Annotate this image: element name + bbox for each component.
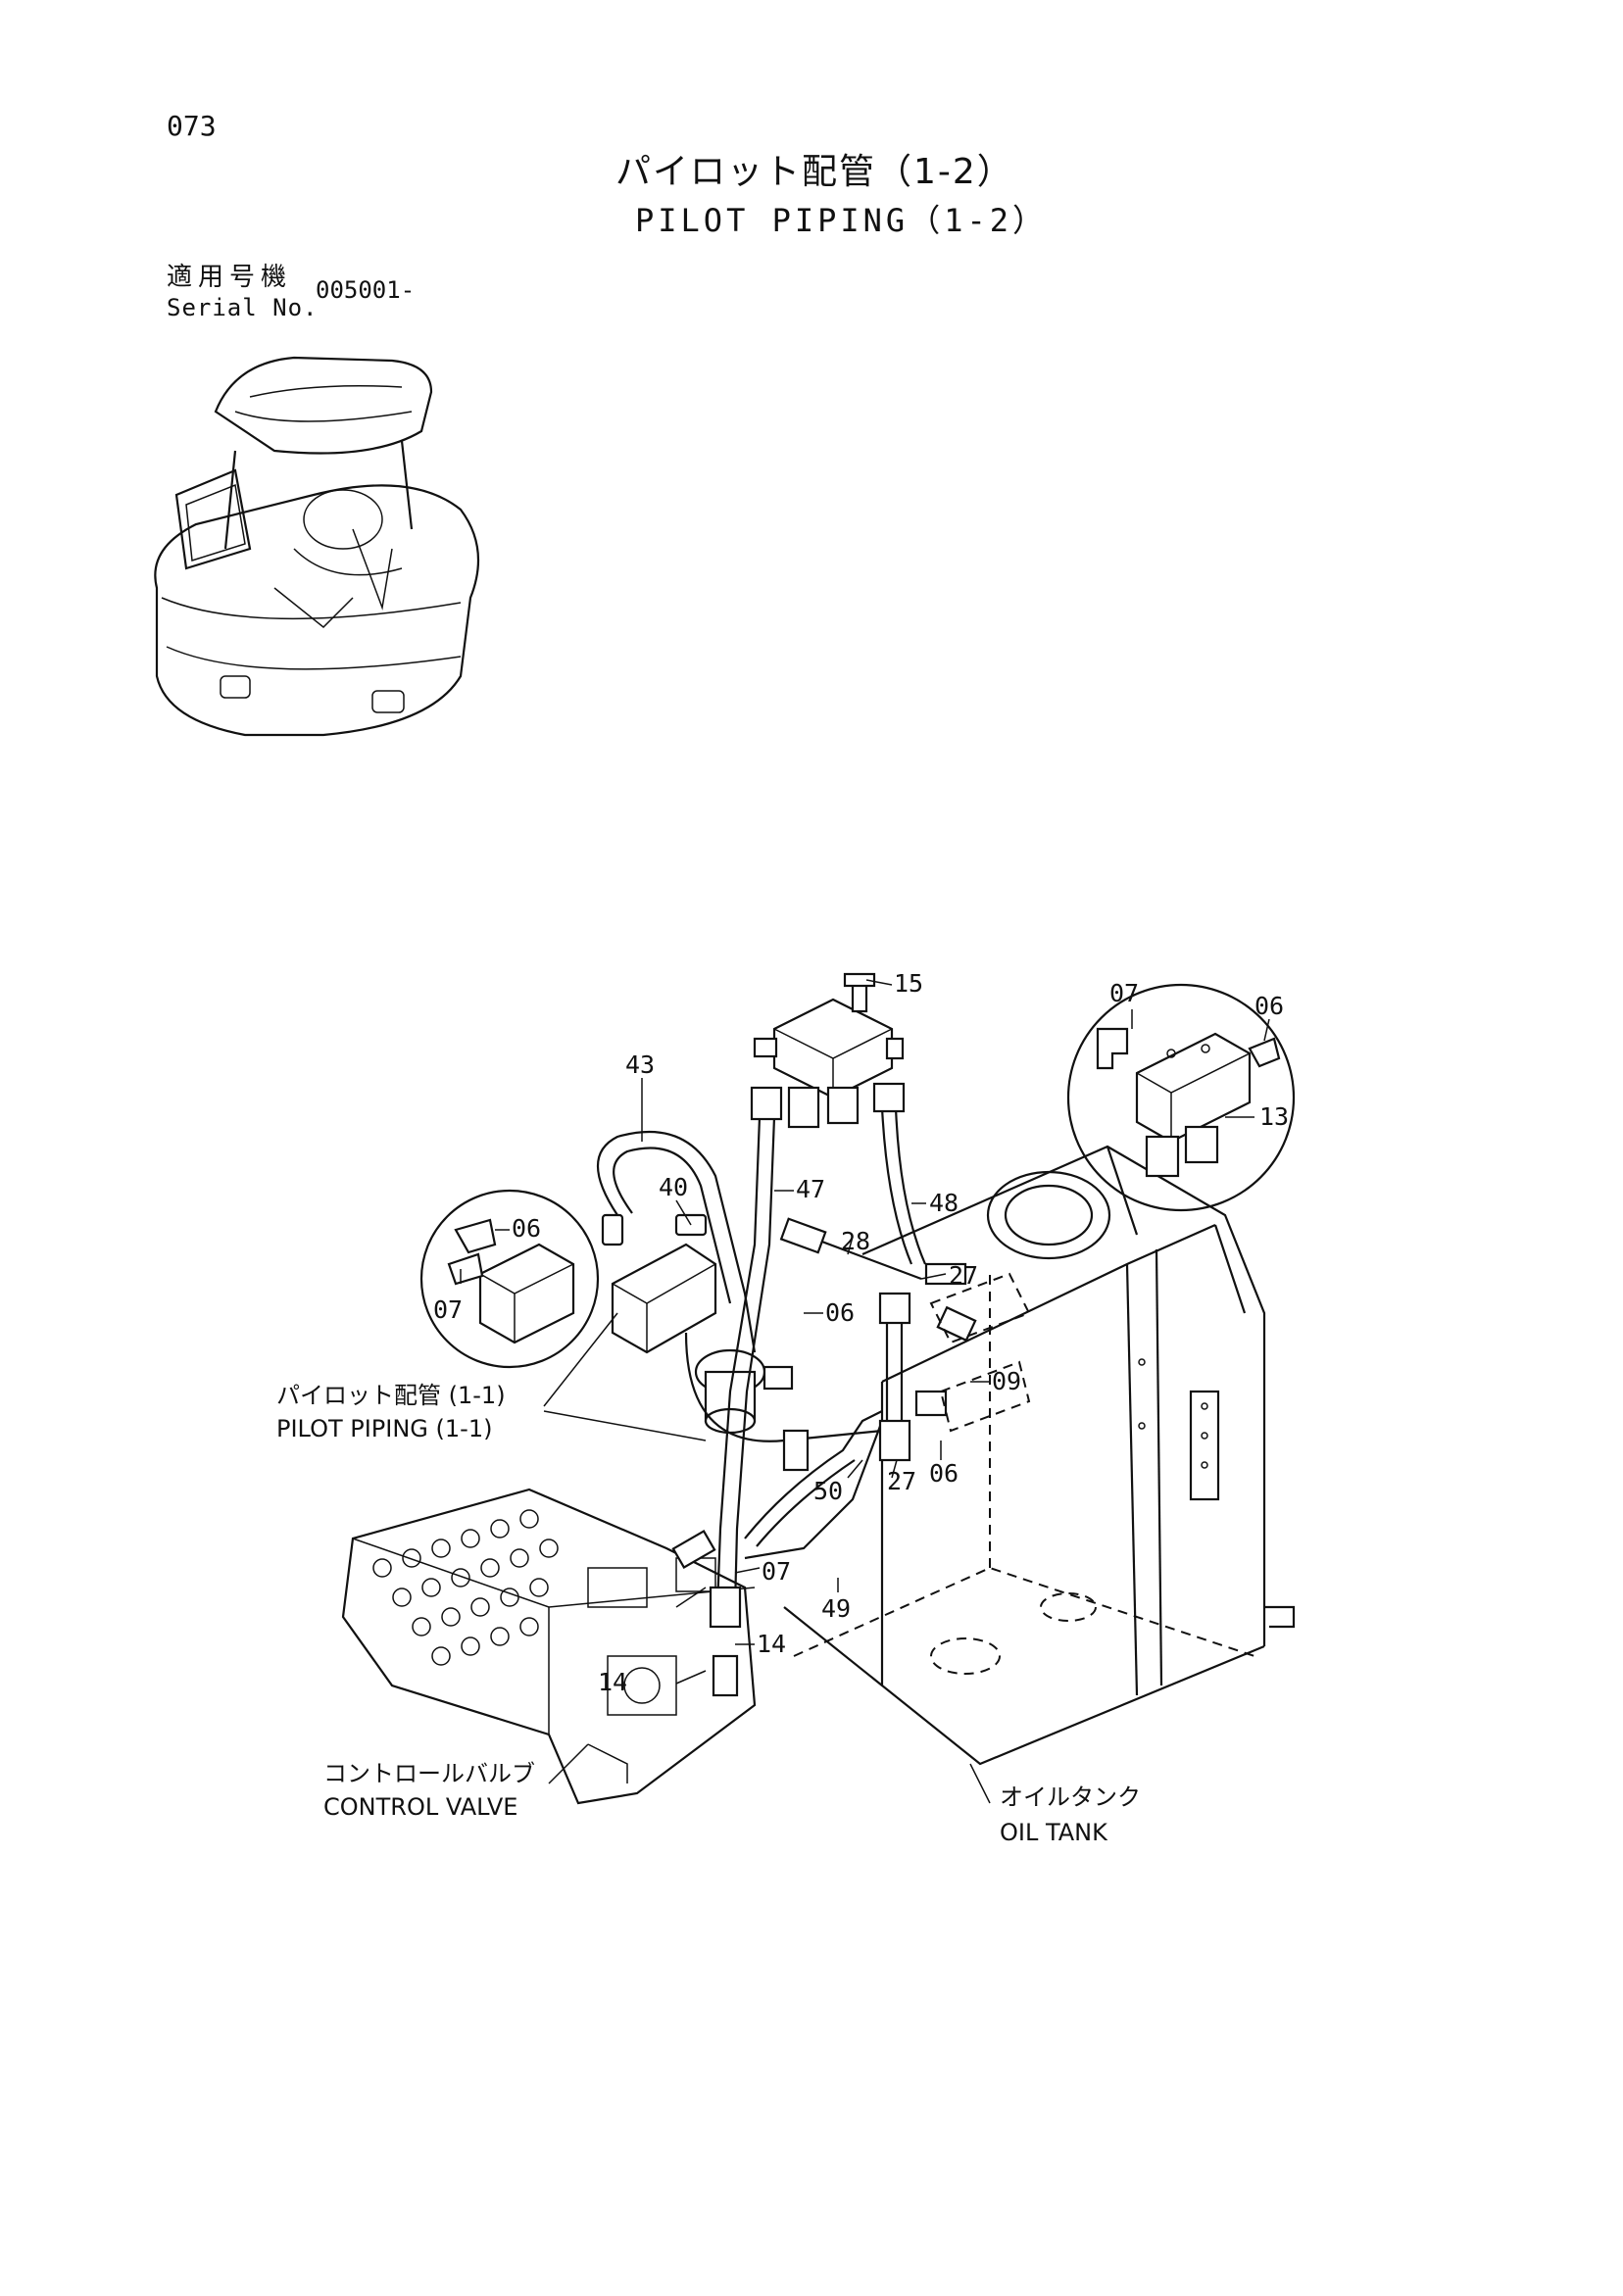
pilot-filter-block <box>753 972 905 1129</box>
page-title-japanese: パイロット配管（1-2） <box>615 152 1014 192</box>
serial-label-english: Serial No. <box>167 294 319 321</box>
serial-number-value: 005001- <box>316 276 416 304</box>
callout-oil-tank-en: OIL TANK <box>1000 1819 1108 1846</box>
page-number: 073 <box>167 110 217 142</box>
component-callouts: パイロット配管 (1-1) PILOT PIPING (1-1) コントロールバ… <box>276 1382 1141 1846</box>
part-label-27-upper: 27 <box>949 1261 978 1290</box>
leader-lines <box>460 979 1270 1804</box>
inset-left-label-06: 06 <box>512 1214 541 1243</box>
part-label-50: 50 <box>813 1477 843 1505</box>
part-label-15: 15 <box>894 969 923 998</box>
part-label-49: 49 <box>821 1594 851 1623</box>
callout-oil-tank-jp: オイルタンク <box>1000 1783 1141 1811</box>
oil-tank <box>783 1145 1296 1766</box>
inset-right-label-06: 06 <box>1254 992 1284 1020</box>
part-label-48: 48 <box>929 1189 959 1217</box>
page-title-english: PILOT PIPING（1-2） <box>635 202 1048 239</box>
part-labels: 15 43 40 47 48 28 27 06 09 50 27 06 07 4… <box>433 969 1289 1696</box>
callout-pilot-piping-en: PILOT PIPING (1-1) <box>276 1415 492 1442</box>
fittings <box>671 1262 1031 1608</box>
part-label-14-left: 14 <box>598 1668 627 1696</box>
part-label-07: 07 <box>762 1557 791 1586</box>
pilot-hoses <box>597 1082 927 1697</box>
part-label-28: 28 <box>841 1227 870 1255</box>
serial-label-japanese: 適用号機 <box>167 263 293 292</box>
excavator-thumbnail <box>154 356 480 737</box>
part-label-09: 09 <box>992 1367 1021 1395</box>
part-label-27-lower: 27 <box>887 1467 916 1495</box>
part-label-06-middle: 06 <box>825 1298 855 1327</box>
control-valve <box>341 1488 757 1805</box>
inset-right-detail <box>1066 983 1296 1212</box>
part-label-06-lower: 06 <box>929 1459 959 1488</box>
callout-control-valve-en: CONTROL VALVE <box>323 1793 517 1821</box>
inset-left-detail <box>419 1189 600 1369</box>
inset-right-label-13: 13 <box>1259 1102 1289 1131</box>
part-label-47: 47 <box>796 1175 825 1203</box>
part-label-40: 40 <box>659 1173 688 1201</box>
selector-valve-40 <box>601 1213 766 1435</box>
callout-pilot-piping-jp: パイロット配管 (1-1) <box>276 1382 506 1409</box>
inset-right-label-07: 07 <box>1109 979 1139 1007</box>
callout-control-valve-jp: コントロールバルブ <box>323 1760 535 1787</box>
inset-left-label-07: 07 <box>433 1295 463 1324</box>
part-label-43: 43 <box>625 1050 655 1079</box>
part-label-14-right: 14 <box>757 1630 786 1658</box>
